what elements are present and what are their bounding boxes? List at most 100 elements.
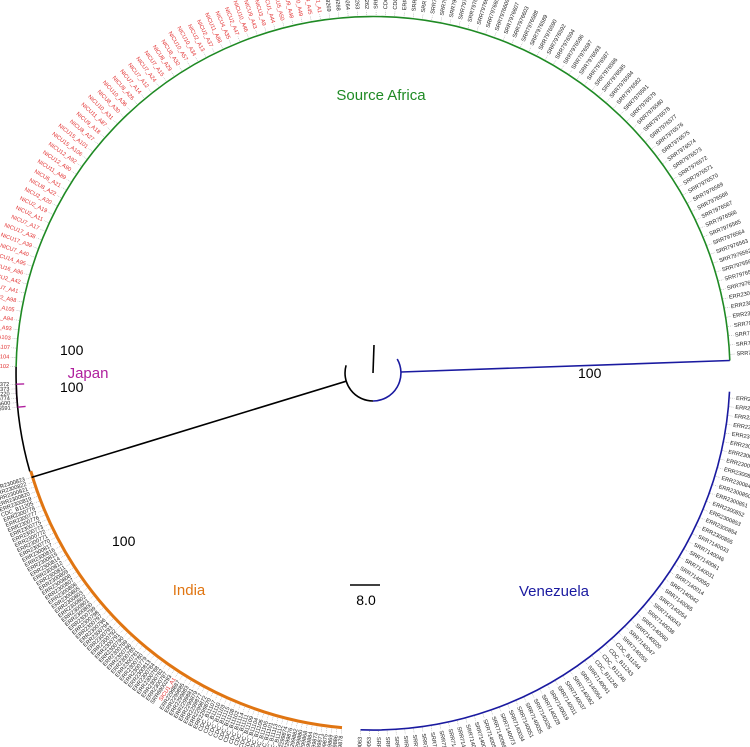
leaf-label: ERR2300840 <box>736 396 750 404</box>
leaf-leader <box>71 571 76 575</box>
leaf-leader <box>561 64 565 69</box>
leaf-leader <box>171 670 175 675</box>
leaf-leader <box>46 528 51 532</box>
leaf-leader <box>291 721 293 727</box>
leaf-leader <box>13 328 18 330</box>
leaf-leader <box>449 18 452 24</box>
leaf-leader <box>95 603 100 608</box>
scale-bar-label: 8.0 <box>356 592 376 608</box>
leaf-leader <box>684 549 689 553</box>
leaf-leader <box>430 726 433 731</box>
leaf-leader <box>135 643 139 647</box>
leaf-label: ERR2300774 <box>0 396 10 404</box>
leaf-label: NICU4_A45 <box>302 0 313 15</box>
leaf-leader <box>613 104 617 109</box>
leaf-label: CBS12372 <box>0 382 9 389</box>
leaf-leader <box>528 46 532 51</box>
leaf-leader <box>106 615 110 619</box>
leaf-leader <box>61 186 66 190</box>
leaf-leader <box>53 541 58 545</box>
leaf-leader <box>482 713 485 719</box>
leaf-leader <box>612 638 616 643</box>
leaf-leader <box>639 131 644 135</box>
leaf-leader <box>271 716 274 722</box>
leaf-leader <box>40 514 45 518</box>
leaf-leader <box>214 695 218 700</box>
leaf-leader <box>228 701 232 706</box>
leaf-label: SRR7976602 <box>736 339 750 348</box>
tree-branches <box>15 15 731 731</box>
leaf-label: ERR2300804 <box>732 309 750 320</box>
leaf-leader <box>154 658 158 663</box>
leaf-leader <box>233 703 236 708</box>
japan-bracket <box>16 383 26 408</box>
leaf-leader <box>591 655 596 660</box>
leaf-leader <box>499 707 502 713</box>
leaf-leader <box>94 140 99 145</box>
leaf-label: SRR7976606 <box>734 319 750 329</box>
leaf-leader <box>155 82 159 87</box>
leaf-leader <box>162 664 166 669</box>
leaf-leader <box>727 325 733 327</box>
leaf-leader <box>282 21 285 27</box>
leaf-leader <box>27 264 32 267</box>
leaf-leader <box>555 680 559 686</box>
leaf-leader <box>584 661 588 666</box>
leaf-leader <box>668 168 673 172</box>
leaf-leader <box>29 486 34 489</box>
leaf-leader <box>718 467 723 470</box>
africa-clade-arc <box>15 15 731 367</box>
leaf-leader <box>127 636 131 640</box>
leaf-label: ERR2300842 <box>734 414 750 424</box>
leaf-leader <box>675 564 680 568</box>
support-value-africa: 100 <box>60 342 84 358</box>
leaf-leader <box>32 496 38 499</box>
leaf-label: CDC_B11220 <box>0 391 10 399</box>
leaf-label: ERR2299875 <box>319 734 329 747</box>
leaf-leader <box>276 718 279 723</box>
leaf-leader <box>657 153 662 157</box>
leaf-leader <box>678 184 683 188</box>
leaf-leader <box>687 200 693 204</box>
branch-to-africa <box>372 344 375 374</box>
leaf-leader <box>48 211 53 215</box>
leaf-leader <box>44 524 49 527</box>
leaf-leader <box>264 27 267 32</box>
leaf-leader <box>112 622 117 626</box>
leaf-label: SRR7909265 <box>430 0 441 14</box>
leaf-leader <box>422 727 424 733</box>
leaf-leader <box>310 15 312 21</box>
leaf-leader <box>577 75 581 80</box>
leaf-leader <box>83 588 88 592</box>
leaf-leader <box>27 482 33 485</box>
leaf-leader <box>100 133 105 138</box>
leaf-leader <box>692 533 697 537</box>
leaf-leader <box>238 705 241 710</box>
leaf-leader <box>679 556 684 560</box>
leaf-leader <box>331 728 333 734</box>
leaf-leader <box>113 119 117 124</box>
leaf-leader <box>439 724 442 730</box>
leaf-leader <box>713 261 718 264</box>
leaf-label: SRR7976583 <box>735 329 750 338</box>
leaf-leader <box>670 571 675 575</box>
leaf-leader <box>219 697 222 702</box>
leaf-leader <box>179 675 183 680</box>
leaf-leader <box>92 600 97 604</box>
leaf-leader <box>224 699 227 704</box>
leaf-label: SRR7909267 <box>421 0 432 13</box>
leaf-leader <box>494 32 497 37</box>
leaf-label: CDC_B11222 <box>393 0 401 10</box>
leaf-leader <box>618 632 623 637</box>
leaf-leader <box>643 607 648 611</box>
leaf-leader <box>77 580 82 584</box>
leaf-leader <box>220 43 223 49</box>
leaf-label: ERR2299871 <box>314 733 325 747</box>
leaf-leader <box>55 546 61 549</box>
leaf-label: SRR7909269 <box>321 0 331 12</box>
leaf-leader <box>726 316 732 318</box>
leaf-leader <box>133 100 138 105</box>
leaf-leader <box>321 727 323 732</box>
leaf-leader <box>649 600 653 604</box>
